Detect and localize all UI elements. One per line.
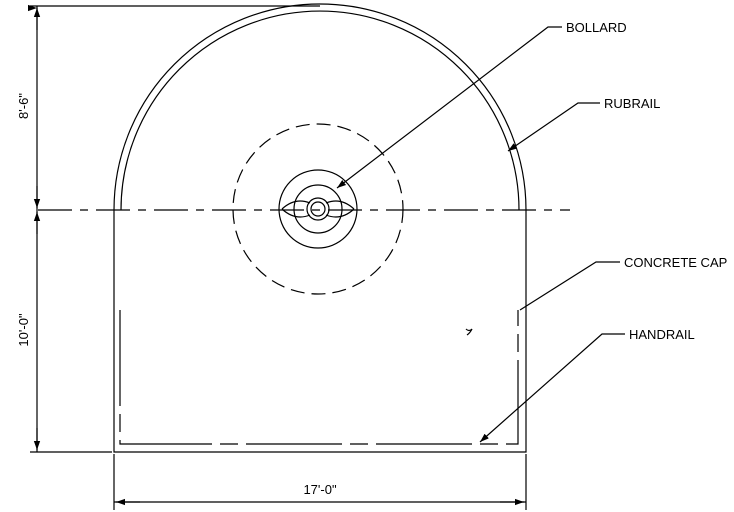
bollard-swing-circle: [232, 123, 404, 295]
width-dimension: 17'-0": [303, 482, 337, 497]
rubrail-label: RUBRAIL: [604, 96, 660, 111]
bollard-symbol: [278, 169, 358, 249]
bottom-height-dimension: 10'-0": [16, 313, 31, 347]
concrete-cap-symbol: [465, 328, 473, 336]
concrete-cap-label: CONCRETE CAP: [624, 255, 727, 270]
bollard-leader: [336, 26, 562, 189]
handrail-label: HANDRAIL: [629, 327, 695, 342]
concrete-cap-leader: [519, 261, 620, 311]
platform-outline: [113, 3, 527, 453]
handrail-leader: [479, 333, 625, 443]
top-height-dimension: 8'-6": [16, 93, 31, 119]
rubrail-leader: [507, 102, 600, 152]
bollard-label: BOLLARD: [566, 20, 627, 35]
rubrail-arc: [120, 10, 520, 211]
handrail-line: [119, 310, 519, 445]
